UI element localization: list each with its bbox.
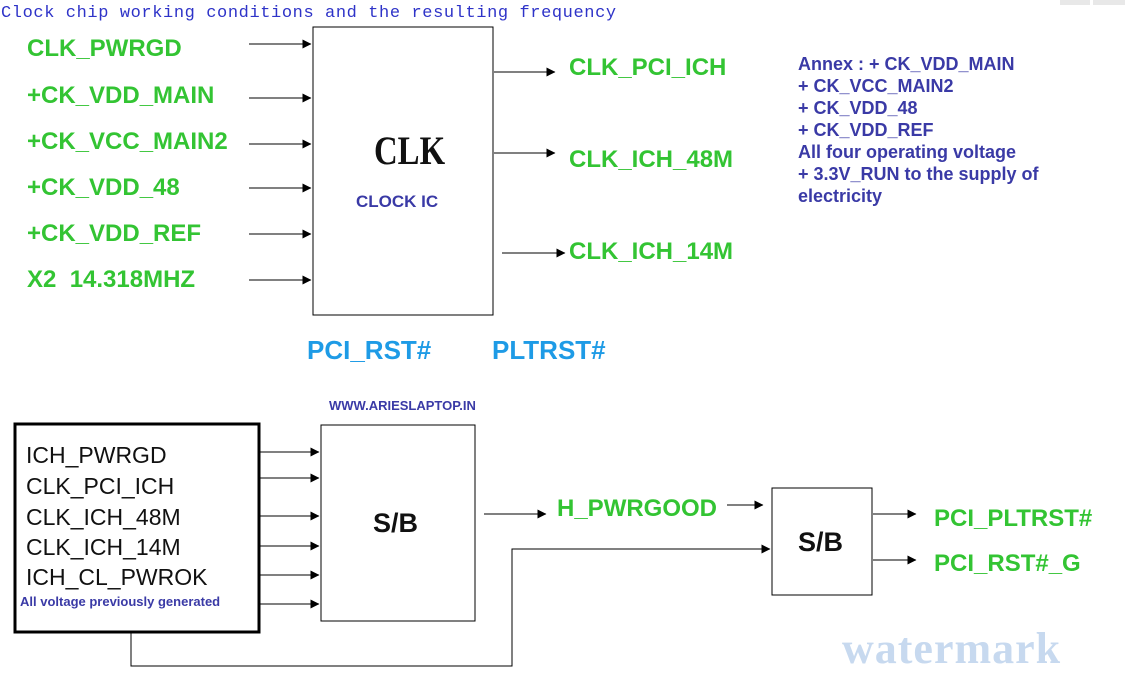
website-label: WWW.ARIESLAPTOP.IN bbox=[329, 398, 476, 413]
clock-output-clk-pci-ich: CLK_PCI_ICH bbox=[569, 54, 727, 81]
clock-input-crystal: X2 14.318MHZ bbox=[27, 266, 196, 293]
clock-input-ck-vcc-main2: +CK_VCC_MAIN2 bbox=[27, 128, 228, 155]
annex-line-6: + 3.3V_RUN to the supply of bbox=[798, 164, 1039, 184]
clock-input-ck-vdd-ref: +CK_VDD_REF bbox=[27, 220, 202, 247]
annex-line-4: + CK_VDD_REF bbox=[798, 120, 934, 140]
clock-output-clk-ich-14m: CLK_ICH_14M bbox=[569, 238, 734, 265]
label-pci-rst: PCI_RST# bbox=[307, 335, 432, 365]
clock-input-ck-vdd-48: +CK_VDD_48 bbox=[27, 174, 180, 201]
ich-signal-clk-ich-14m: CLK_ICH_14M bbox=[26, 534, 181, 560]
south-bridge-box-1 bbox=[320, 424, 476, 622]
south-bridge-label-1: S/B bbox=[373, 508, 419, 538]
annex-line-3: + CK_VDD_48 bbox=[798, 98, 918, 118]
clock-input-arrows bbox=[249, 39, 312, 285]
south-bridge-label-2: S/B bbox=[798, 527, 844, 557]
annex-line-5: All four operating voltage bbox=[798, 142, 1017, 162]
ich-signal-clk-pci-ich: CLK_PCI_ICH bbox=[26, 473, 175, 499]
annex-line-2: + CK_VCC_MAIN2 bbox=[798, 76, 954, 96]
sb2-output-arrows bbox=[873, 509, 917, 565]
clock-input-clk-pwrgd: CLK_PWRGD bbox=[27, 35, 182, 62]
page-title: Clock chip working conditions and the re… bbox=[1, 4, 617, 23]
watermark: watermark bbox=[842, 624, 1062, 673]
ich-signal-clk-ich-48m: CLK_ICH_48M bbox=[26, 504, 181, 530]
label-h-pwrgood: H_PWRGOOD bbox=[557, 495, 718, 522]
clock-ic-title: CLK bbox=[374, 128, 446, 173]
south-bridge-box-2 bbox=[771, 487, 873, 596]
ich-to-sb-arrows bbox=[260, 447, 320, 609]
annex-line-1: Annex : + CK_VDD_MAIN bbox=[798, 54, 1015, 74]
clock-ic-box bbox=[312, 26, 494, 316]
feedback-wire bbox=[130, 544, 771, 667]
clock-input-ck-vdd-main: +CK_VDD_MAIN bbox=[27, 82, 215, 109]
window-controls bbox=[1060, 0, 1125, 5]
ich-signals-box bbox=[13, 422, 261, 634]
ich-signal-ich-pwrgd: ICH_PWRGD bbox=[26, 442, 167, 468]
output-pci-pltrst: PCI_PLTRST# bbox=[934, 505, 1093, 532]
ich-note: All voltage previously generated bbox=[20, 594, 221, 609]
output-pci-rst-g: PCI_RST#_G bbox=[934, 550, 1081, 577]
annex-line-7: electricity bbox=[798, 186, 883, 206]
clock-output-arrows bbox=[494, 67, 566, 258]
clock-output-clk-ich-48m: CLK_ICH_48M bbox=[569, 146, 734, 173]
label-pltrst: PLTRST# bbox=[492, 335, 606, 365]
clock-ic-subtitle: CLOCK IC bbox=[356, 192, 439, 211]
ich-signal-ich-cl-pwrok: ICH_CL_PWROK bbox=[26, 564, 208, 590]
